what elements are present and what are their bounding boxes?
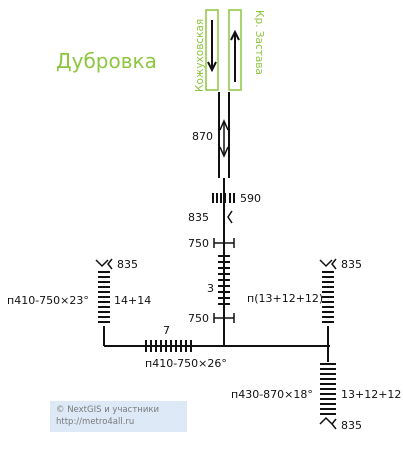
label-835-left: 835: [117, 258, 138, 271]
chevron-down-icon: [319, 259, 333, 268]
copyright-text: © NextGIS и участники: [56, 405, 160, 415]
stairs-left: 835 п410-750×23° 14+14: [7, 258, 151, 323]
direction-kr-zastava: Кр. Застава: [253, 10, 265, 75]
down-arrow-head-icon: [207, 61, 217, 73]
track-left-box: [205, 9, 219, 91]
label-stairs-left-size: п410-750×23°: [7, 294, 89, 307]
credits-link[interactable]: http://metro4all.ru: [56, 417, 135, 427]
label-stairs-right-bottom-size: п430-870×18°: [231, 388, 313, 401]
credits-box: © NextGIS и участники http://metro4all.r…: [50, 401, 187, 432]
label-870: 870: [192, 130, 213, 143]
track-right-box: [228, 9, 242, 91]
label-stairs-bottom-size: п410-750×26°: [145, 357, 227, 370]
stairs-right-bottom: п430-870×18° 13+12+12 835: [231, 363, 401, 432]
steps-3: 3: [207, 255, 230, 305]
label-835-top: 835: [188, 211, 209, 224]
stairs-right-top: 835 п(13+12+12): [247, 258, 362, 323]
label-590: 590: [240, 192, 261, 205]
chevron-down-icon: [95, 259, 109, 268]
up-arrow-head-icon: [230, 29, 240, 41]
chevron-up-icon: [319, 416, 333, 425]
label-835-right-bottom: 835: [341, 419, 362, 432]
platform: Кожуховская Кр. Застава: [194, 9, 265, 92]
label-750-upper: 750: [188, 237, 209, 250]
label-750-lower: 750: [188, 312, 209, 325]
label-7: 7: [163, 324, 170, 337]
label-stairs-right-top-steps: п(13+12+12): [247, 292, 323, 305]
door-750-lower: 750: [188, 312, 235, 325]
direction-kozhukhovskaya: Кожуховская: [194, 19, 206, 92]
label-835-right-top: 835: [341, 258, 362, 271]
station-name: Дубровка: [56, 49, 157, 73]
turnstile-835: 835: [188, 210, 233, 224]
escalator-870: 870: [192, 92, 230, 178]
label-stairs-left-steps: 14+14: [114, 294, 151, 307]
label-stairs-right-bottom-steps: 13+12+12: [341, 388, 401, 401]
door-750-upper: 750: [188, 237, 235, 250]
label-3: 3: [207, 282, 214, 295]
stairs-bottom: 7 п410-750×26°: [145, 324, 227, 370]
steps-590: 590: [212, 192, 261, 205]
